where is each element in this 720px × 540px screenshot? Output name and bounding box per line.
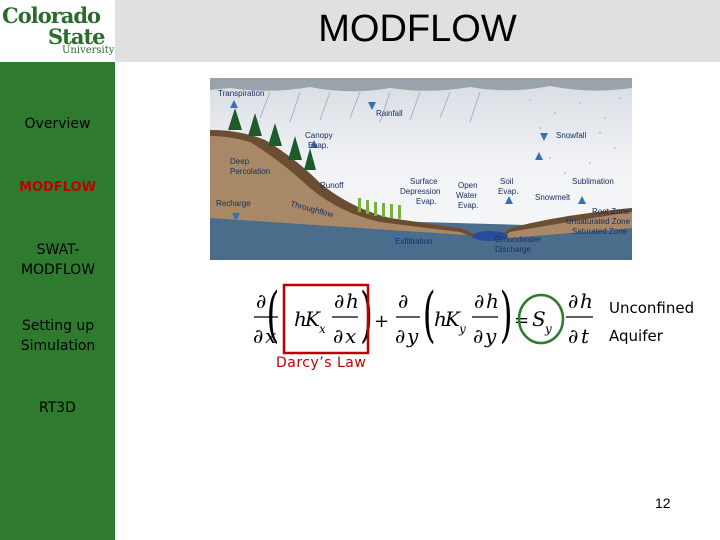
nav-item-rt3d[interactable]: RT3D (39, 400, 76, 416)
eq-sub-x: x (319, 322, 326, 336)
eq-h-4: h (486, 289, 499, 313)
eq-partial-9: ∂ (568, 289, 578, 313)
nav-item-overview[interactable]: Overview (24, 116, 91, 132)
eq-partial-1: ∂ (256, 289, 266, 313)
eq-paren-close-1: ) (360, 283, 373, 350)
logo-line-2: State (48, 24, 106, 49)
eq-S: S (532, 307, 546, 331)
darcy-law-label: Darcy’s Law (276, 355, 367, 371)
label-transpiration: Transpiration (218, 89, 264, 98)
label-surface-depression-2: Depression (400, 187, 440, 196)
title-bar (0, 0, 720, 62)
label-rainfall: Rainfall (376, 109, 403, 118)
label-root-zone: Root Zone (592, 207, 630, 216)
eq-h-5: h (580, 289, 593, 313)
eq-partial-10: ∂ (568, 324, 578, 348)
eq-plus: + (374, 311, 389, 332)
label-snowmelt: Snowmelt (535, 193, 571, 202)
label-surface-depression-3: Evap. (416, 197, 436, 206)
label-groundwater-discharge-1: Groundwater (495, 235, 542, 244)
eq-t: t (581, 324, 590, 348)
eq-paren-open-2: ( (423, 283, 436, 350)
label-open-water-1: Open (458, 181, 478, 190)
eq-h-1: h (294, 307, 307, 331)
label-canopy-evap-2: Evap. (308, 141, 328, 150)
eq-equals: = (514, 310, 529, 331)
eq-h-3: h (434, 307, 447, 331)
logo-line-1: Colorado (2, 3, 101, 28)
eq-K-2: K (444, 307, 461, 331)
terrain-surface (210, 130, 632, 240)
nav-item-modflow[interactable]: MODFLOW (19, 180, 96, 195)
snow-dots (529, 97, 621, 174)
eq-partial-3: ∂ (334, 289, 344, 313)
label-recharge: Recharge (216, 199, 251, 208)
nav-item-swat-modflow[interactable]: SWAT-MODFLOW (20, 242, 96, 278)
eq-x-2: x (345, 324, 356, 348)
label-saturated-zone: Saturated Zone (572, 227, 628, 236)
darcy-law-box (282, 283, 370, 355)
eq-paren-open-1: ( (267, 283, 280, 350)
eq-y-1: y (406, 324, 419, 348)
groundwater-flow-equation: ∂ ∂ x ( h K x ∂ h ∂ x ) + ∂ ∂ y ( h K y … (253, 283, 593, 355)
label-deep-percolation-1: Deep (230, 157, 250, 166)
eq-partial-6: ∂ (395, 324, 405, 348)
label-deep-percolation-2: Percolation (230, 167, 270, 176)
aquifer-label: Aquifer (609, 327, 663, 345)
eq-sub-y-2: y (544, 322, 552, 336)
crops (358, 198, 401, 219)
trees (228, 108, 316, 170)
label-surface-depression-1: Surface (410, 177, 438, 186)
label-snowfall: Snowfall (556, 131, 586, 140)
label-soil-evap-1: Soil (500, 177, 514, 186)
eq-partial-7: ∂ (474, 289, 484, 313)
label-unsaturated-zone: Unsaturated Zone (566, 217, 631, 226)
flow-arrows (230, 100, 586, 242)
eq-y-2: y (484, 324, 497, 348)
clouds (210, 78, 632, 92)
label-open-water-2: Water (456, 191, 477, 200)
page-number: 12 (655, 495, 671, 511)
storage-term-circle (517, 293, 565, 345)
label-soil-evap-2: Evap. (498, 187, 518, 196)
eq-h-2: h (346, 289, 359, 313)
eq-sub-y: y (458, 322, 466, 336)
rain-streaks (259, 91, 481, 123)
label-sublimation: Sublimation (572, 177, 614, 186)
eq-partial-8: ∂ (473, 324, 483, 348)
nav-item-setting-up-simulation[interactable]: Setting up Simulation (20, 318, 96, 354)
surface-water (472, 231, 508, 241)
eq-K-1: K (304, 307, 321, 331)
eq-partial-5: ∂ (398, 289, 408, 313)
hydrologic-cycle-figure: Transpiration Rainfall Canopy Evap. Snow… (210, 78, 632, 260)
eq-paren-close-2: ) (500, 283, 513, 350)
label-open-water-3: Evap. (458, 201, 478, 210)
eq-x-1: x (265, 324, 276, 348)
eq-partial-2: ∂ (253, 324, 263, 348)
eq-partial-4: ∂ (333, 324, 343, 348)
label-exfiltration: Exfiltration (395, 237, 432, 246)
sidebar (0, 62, 115, 540)
slide-title: MODFLOW (318, 8, 517, 50)
logo-line-3: University (62, 45, 115, 56)
unsaturated-zone (210, 130, 632, 238)
unconfined-label: Unconfined (609, 299, 695, 317)
csu-logo: Colorado State University (0, 0, 115, 62)
label-groundwater-discharge-2: Discharge (495, 245, 532, 254)
label-runoff: Runoff (320, 181, 344, 190)
label-canopy-evap-1: Canopy (305, 131, 333, 140)
